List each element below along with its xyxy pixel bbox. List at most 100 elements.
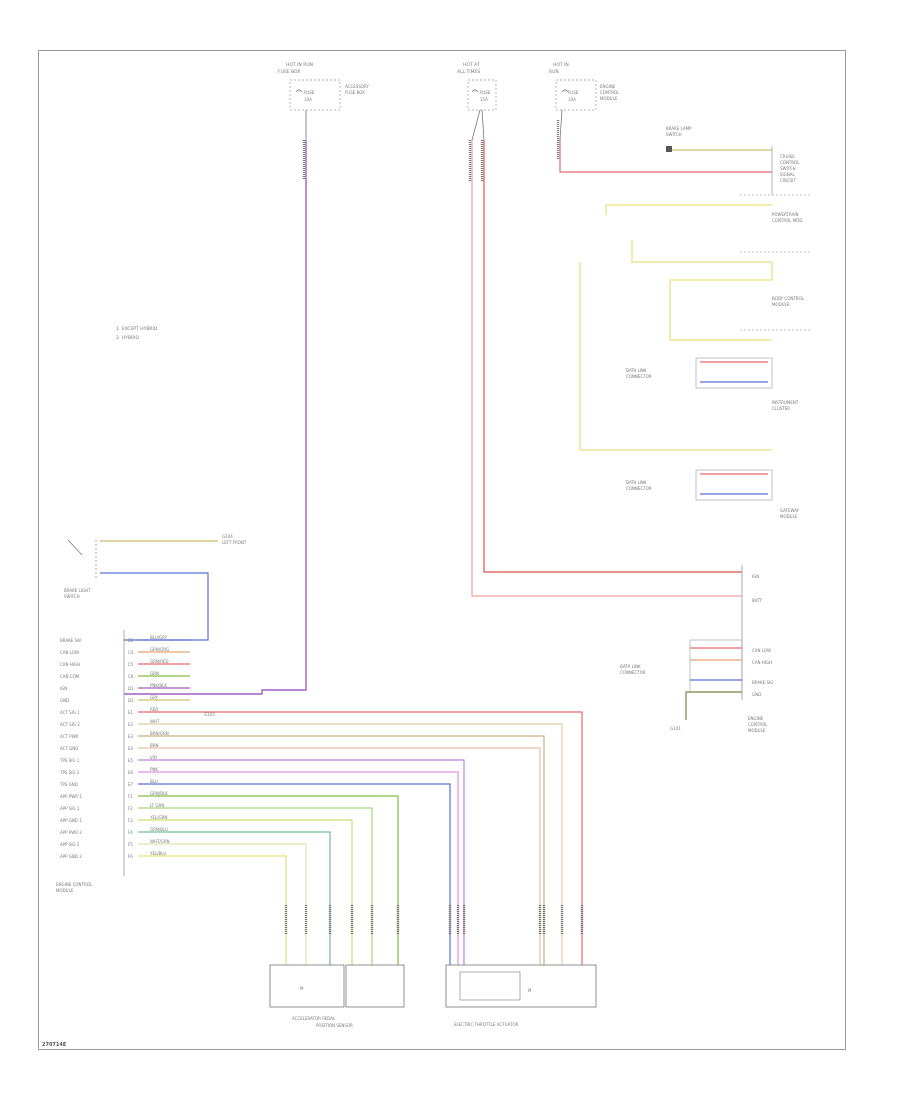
svg-text:POWERTRAIN: POWERTRAIN — [772, 212, 799, 217]
svg-text:CRUISE: CRUISE — [780, 154, 795, 159]
ecm-pin-label: ACT GND — [60, 746, 78, 751]
left-ecm-name-1: ENGINE CONTROL — [56, 882, 93, 887]
svg-text:G104: G104 — [222, 534, 233, 539]
svg-text:MODULE: MODULE — [780, 514, 798, 519]
ecm-pin-number: D1 — [128, 686, 134, 691]
svg-text:BATT: BATT — [752, 598, 763, 603]
wire-pink-main — [471, 140, 742, 597]
svg-text:CONNECTOR: CONNECTOR — [626, 374, 652, 379]
svg-text:GND: GND — [752, 692, 761, 697]
ecm-pin-label: TPS SIG 2 — [59, 770, 80, 775]
ecm-wire-color: BRN/GRN — [150, 731, 169, 736]
fuse-right-side-1: ENGINE — [600, 84, 616, 89]
svg-text:GATEWAY: GATEWAY — [780, 508, 800, 513]
ecm-pin-label: CAN LOW — [60, 650, 79, 655]
fuse-side-2: FUSE BOX — [345, 90, 365, 95]
svg-text:DATA LINK: DATA LINK — [620, 664, 641, 669]
ecm-wire-color: GRY — [150, 695, 159, 700]
svg-text:DATA LINK: DATA LINK — [626, 480, 647, 485]
ecm-wire-color: BLU/GRY — [150, 635, 168, 640]
ecm-pin-number: D2 — [128, 698, 134, 703]
ecm-pin-number: E1 — [128, 710, 134, 715]
svg-text:BODY CONTROL: BODY CONTROL — [772, 296, 805, 301]
ecm-pin-number: C6 — [128, 674, 134, 679]
brake-switch-name-2: SWITCH — [64, 594, 80, 599]
ecm-pin-label: APP PWR 2 — [60, 830, 82, 835]
ecm-pin-label: APP GND 2 — [60, 854, 82, 859]
ecm-pin-label: APP SIG 2 — [60, 842, 80, 847]
ecm-pin-number: F3 — [128, 818, 133, 823]
fuse-heading-1: HOT IN RUN — [286, 62, 313, 68]
ecm-pin-number: E5 — [128, 758, 134, 763]
fuse-block-top-left: HOT IN RUN FUSE BOX FUSE 10A ACCESSORY F… — [278, 62, 370, 140]
fuse-right-heading-1: HOT IN — [553, 62, 569, 68]
svg-text:SWITCH: SWITCH — [780, 166, 796, 171]
route-wire — [190, 783, 451, 965]
note-1: 1. EXCEPT HYBRID — [116, 326, 158, 332]
left-ecm-name-2: MODULE — [56, 888, 74, 893]
note-2: 2. HYBRID — [116, 335, 139, 341]
svg-text:CAN LOW: CAN LOW — [752, 648, 771, 653]
fuse-mid-label: FUSE — [480, 90, 491, 95]
fuse-right-label: FUSE — [568, 90, 579, 95]
ecm-pin-label: CAN COM — [60, 674, 80, 679]
ecm-pin-label: TPS SIG 1 — [59, 758, 80, 763]
throttle-actuator: M ELECTRIC THROTTLE ACTUATOR — [445, 964, 597, 1027]
ecm-wire-color: YEL/GRN — [149, 815, 167, 820]
ecm-pin-label: CAN HIGH — [60, 662, 80, 667]
fuse-right-heading-2: RUN — [549, 69, 559, 75]
ecm-pin-label: ACT SIG 1 — [60, 710, 80, 715]
throttle-name: ELECTRIC THROTTLE ACTUATOR — [454, 1022, 519, 1027]
ecm-wire-color: GRN/BLU — [150, 827, 168, 832]
route-wires — [190, 711, 584, 965]
ecm-pin-label: IGN — [60, 686, 67, 691]
fuse-mid-heading-1: HOT AT — [463, 62, 480, 68]
ecm-pin-label: APP SIG 1 — [60, 806, 80, 811]
route-wire — [190, 855, 287, 965]
right-ecm-name-2: CONTROL — [748, 722, 768, 727]
svg-text:MODULE: MODULE — [772, 302, 790, 307]
diagram-frame — [38, 50, 846, 1050]
notes: 1. EXCEPT HYBRID 2. HYBRID — [116, 326, 158, 341]
ecm-pin-number: F2 — [128, 806, 133, 811]
ecm-pin-number: B3 — [128, 638, 134, 643]
route-wire — [190, 807, 373, 965]
ecm-pin-label: APP GND 1 — [60, 818, 82, 823]
svg-text:CONNECTOR: CONNECTOR — [626, 486, 652, 491]
ecm-pin-label: TPS GND — [59, 782, 78, 787]
ecm-wire-color: GRN/BLK — [150, 791, 168, 796]
ecm-pin-number: E3 — [128, 734, 134, 739]
ecm-pin-number: E6 — [128, 770, 134, 775]
fuse-side-1: ACCESSORY — [345, 84, 370, 89]
fuse-amps: 10A — [304, 97, 312, 102]
ecm-wire-color: BRN — [150, 743, 159, 748]
ecm-pin-number: E2 — [128, 722, 134, 727]
ecm-pin-label: BRAKE SW — [60, 638, 81, 643]
fuse-mid-amps: 15A — [480, 97, 488, 102]
svg-text:CONTROL: CONTROL — [780, 160, 800, 165]
ecm-pin-number: E4 — [128, 746, 134, 751]
ecm-wire-color: PNK/BLK — [150, 683, 167, 688]
route-wire — [190, 711, 583, 965]
ecm-wire-color: RED — [150, 707, 158, 712]
ground-label-right: G101 — [670, 726, 681, 731]
ecm-wire-color: YEL/BLU — [149, 851, 166, 856]
svg-text:BRAKE LAMP: BRAKE LAMP — [666, 126, 692, 131]
svg-text:CONTROL MOD: CONTROL MOD — [772, 218, 802, 223]
route-wire — [190, 771, 459, 965]
brake-switch: G104 LEFT FRONT BRAKE LIGHT SWITCH — [64, 534, 247, 641]
left-ecm-name: ENGINE CONTROL MODULE — [56, 882, 93, 893]
ecm-pin-label: ACT SIG 2 — [60, 722, 80, 727]
fuse-block-top-mid: HOT AT ALL TIMES FUSE 15A — [457, 62, 497, 141]
route-wire — [190, 831, 331, 965]
svg-text:CIRCUIT: CIRCUIT — [780, 178, 796, 183]
fuse-heading-2: FUSE BOX — [278, 69, 300, 75]
svg-text:M: M — [300, 986, 304, 991]
right-ecm-name-1: ENGINE — [748, 716, 764, 721]
wire-purple-main — [124, 140, 307, 695]
svg-text:M: M — [528, 988, 532, 993]
svg-text:CLUSTER: CLUSTER — [772, 406, 790, 411]
ecm-wire-color: GRN/ORG — [150, 647, 169, 652]
